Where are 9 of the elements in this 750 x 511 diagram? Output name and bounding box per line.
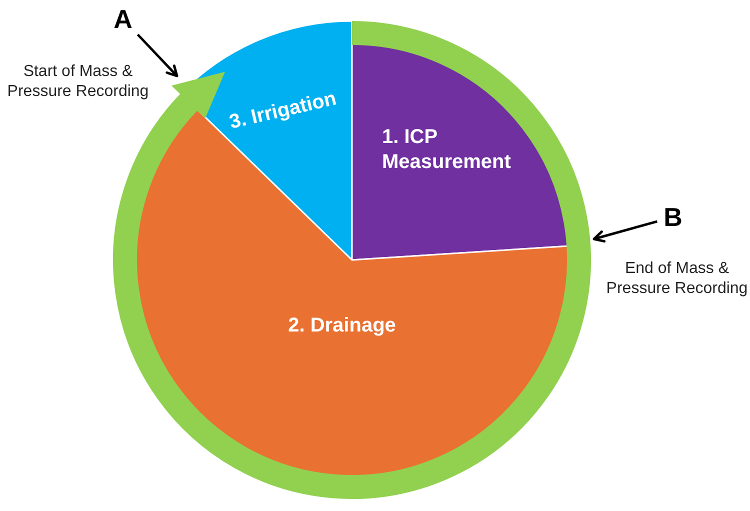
slice-label: 1. ICP Measurement (382, 125, 512, 175)
arrow (136, 34, 178, 78)
annotation-text: Start of Mass & Pressure Recording (6, 62, 150, 102)
slice-label: 3. Irrigation (227, 86, 339, 136)
arrow (592, 220, 658, 243)
callout-letter: A (112, 6, 134, 32)
annotation-text: End of Mass & Pressure Recording (605, 259, 749, 299)
callout-letter: B (662, 204, 684, 230)
slice-label: 2. Drainage (288, 314, 396, 338)
